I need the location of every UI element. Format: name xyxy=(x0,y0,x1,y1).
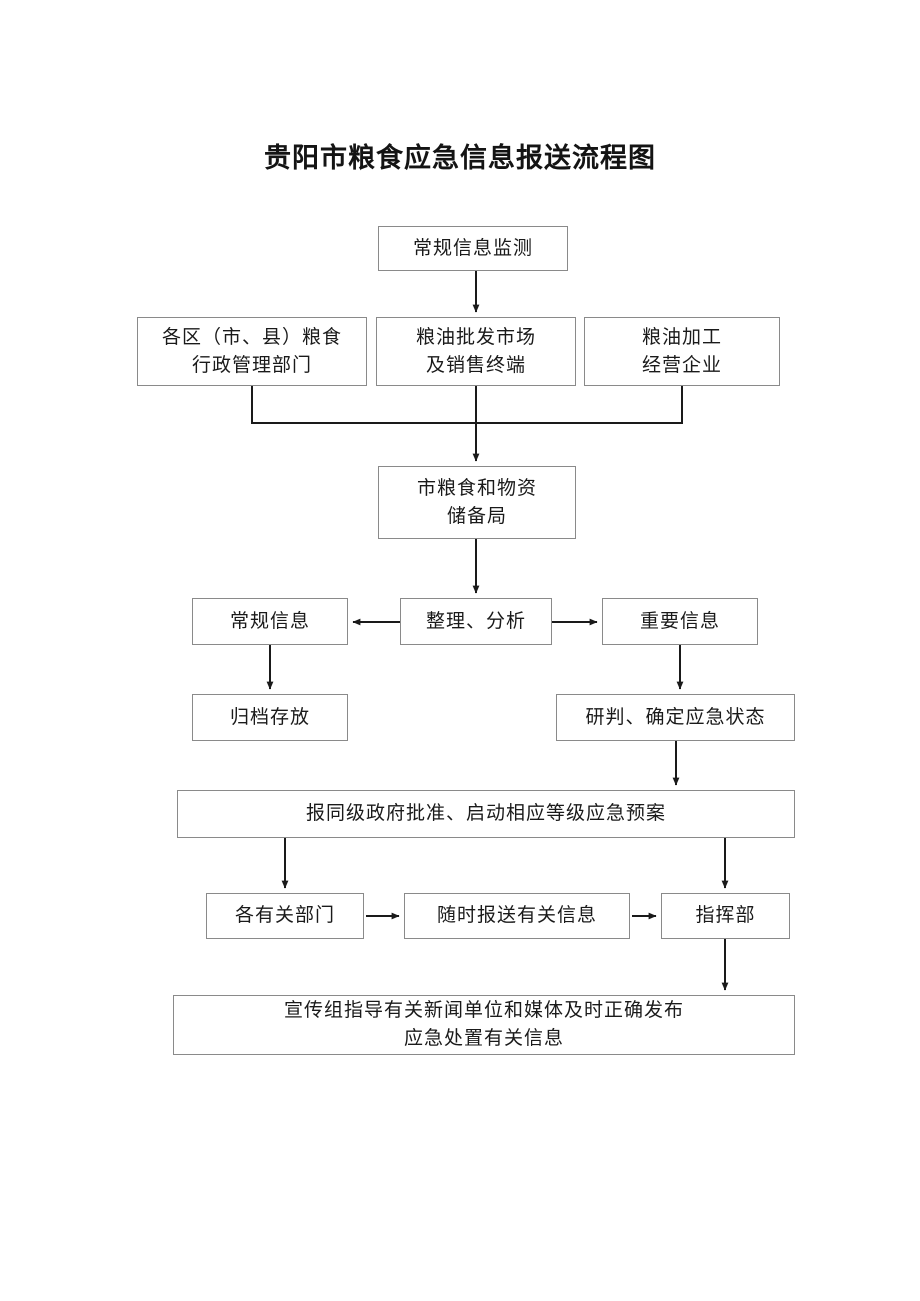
node-label: 市粮食和物资 储备局 xyxy=(416,476,537,527)
node-report-info-anytime[interactable]: 随时报送有关信息 xyxy=(404,893,630,939)
node-publicity-group-media-release[interactable]: 宣传组指导有关新闻单位和媒体及时正确发布 应急处置有关信息 xyxy=(173,995,795,1055)
node-district-grain-admin[interactable]: 各区（市、县）粮食 行政管理部门 xyxy=(137,317,367,386)
node-assess-determine-emergency-state[interactable]: 研判、确定应急状态 xyxy=(556,694,795,741)
node-label: 指挥部 xyxy=(695,904,756,927)
node-label: 重要信息 xyxy=(639,609,720,632)
node-label: 随时报送有关信息 xyxy=(436,904,597,927)
node-routine-info-monitoring[interactable]: 常规信息监测 xyxy=(378,226,568,271)
node-archive-storage[interactable]: 归档存放 xyxy=(192,694,348,741)
node-relevant-departments[interactable]: 各有关部门 xyxy=(206,893,364,939)
node-label: 宣传组指导有关新闻单位和媒体及时正确发布 应急处置有关信息 xyxy=(283,999,684,1049)
node-label: 报同级政府批准、启动相应等级应急预案 xyxy=(305,802,666,825)
node-grain-oil-processing-enterprise[interactable]: 粮油加工 经营企业 xyxy=(584,317,780,386)
node-label: 整理、分析 xyxy=(425,609,526,632)
node-grain-oil-wholesale-market[interactable]: 粮油批发市场 及销售终端 xyxy=(376,317,576,386)
node-label: 研判、确定应急状态 xyxy=(585,705,766,728)
node-important-information[interactable]: 重要信息 xyxy=(602,598,758,645)
node-report-government-activate-plan[interactable]: 报同级政府批准、启动相应等级应急预案 xyxy=(177,790,795,838)
page-title: 贵阳市粮食应急信息报送流程图 xyxy=(264,143,656,174)
node-label: 常规信息 xyxy=(229,609,310,632)
node-label: 各区（市、县）粮食 行政管理部门 xyxy=(161,325,342,376)
node-label: 粮油批发市场 及销售终端 xyxy=(415,325,536,376)
node-label: 粮油加工 经营企业 xyxy=(641,325,722,376)
node-label: 常规信息监测 xyxy=(412,236,533,259)
node-label: 各有关部门 xyxy=(234,904,335,927)
node-municipal-grain-reserve-bureau[interactable]: 市粮食和物资 储备局 xyxy=(378,466,576,539)
node-routine-information[interactable]: 常规信息 xyxy=(192,598,348,645)
node-sort-analyze[interactable]: 整理、分析 xyxy=(400,598,552,645)
node-label: 归档存放 xyxy=(229,705,310,728)
node-command-center[interactable]: 指挥部 xyxy=(661,893,790,939)
